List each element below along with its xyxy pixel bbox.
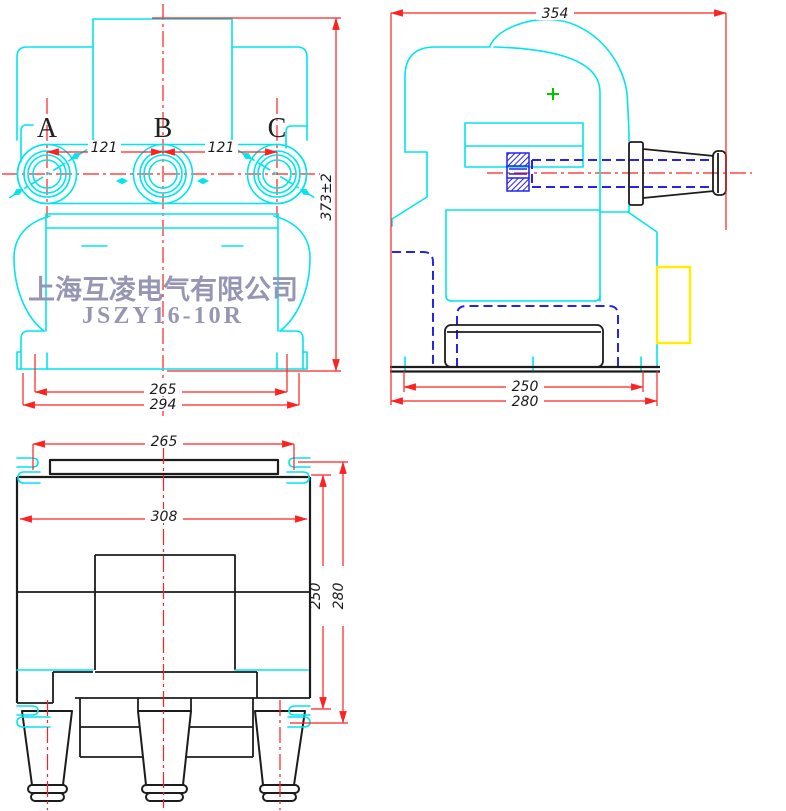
watermark: 上海互凌电气有限公司 JSZY16-10R: [28, 275, 298, 329]
front-centerlines: [2, 4, 326, 416]
side-body-outline: [391, 18, 658, 371]
hidden-lines: [392, 159, 714, 367]
front-view: 上海互凌电气有限公司 JSZY16-10R A B C 121 121 373±…: [2, 4, 341, 416]
dim-width-side: 354: [542, 6, 569, 22]
phase-label-a: A: [37, 113, 58, 144]
front-tank-body: [13, 213, 311, 332]
dim-base-inner-front: 265: [150, 382, 177, 398]
dim-base-outer-side: 280: [512, 394, 539, 410]
dim-flange-width: 265: [151, 434, 178, 450]
phase-label-b: B: [154, 113, 173, 144]
terminal-bolt: [506, 152, 530, 192]
dim-body-width: 308: [151, 509, 178, 525]
side-view: 354 250 280: [390, 6, 752, 410]
dim-base-outer-front: 294: [150, 397, 177, 413]
dim-depth-outer: 280: [331, 583, 347, 610]
front-dimensions: 121 121 373±2 265 294: [22, 17, 341, 413]
phase-label-c: C: [268, 113, 287, 144]
dim-base-inner-side: 250: [512, 379, 539, 395]
company-watermark: 上海互凌电气有限公司: [28, 275, 298, 305]
dim-pitch-bc: 121: [208, 140, 235, 156]
front-base: [16, 330, 308, 370]
model-number: JSZY16-10R: [82, 303, 244, 329]
phase-a-bushing: [16, 143, 78, 205]
green-cross-marker: [547, 88, 559, 100]
side-dimensions: 354 250 280: [390, 6, 727, 410]
side-base-box: [390, 324, 660, 373]
mounting-channel-clips: [16, 457, 311, 728]
dim-pitch-ab: 121: [91, 140, 118, 156]
dim-depth-inner: 250: [308, 583, 324, 610]
bottom-centerlines: [46, 448, 281, 810]
yellow-highlight-box: [655, 265, 692, 345]
bottom-view: 265 308 250 280: [15, 434, 350, 810]
dim-height: 373±2: [319, 173, 335, 220]
bottom-dimensions: 265 308 250 280: [19, 434, 350, 724]
primary-bushing-cone: [628, 141, 727, 206]
